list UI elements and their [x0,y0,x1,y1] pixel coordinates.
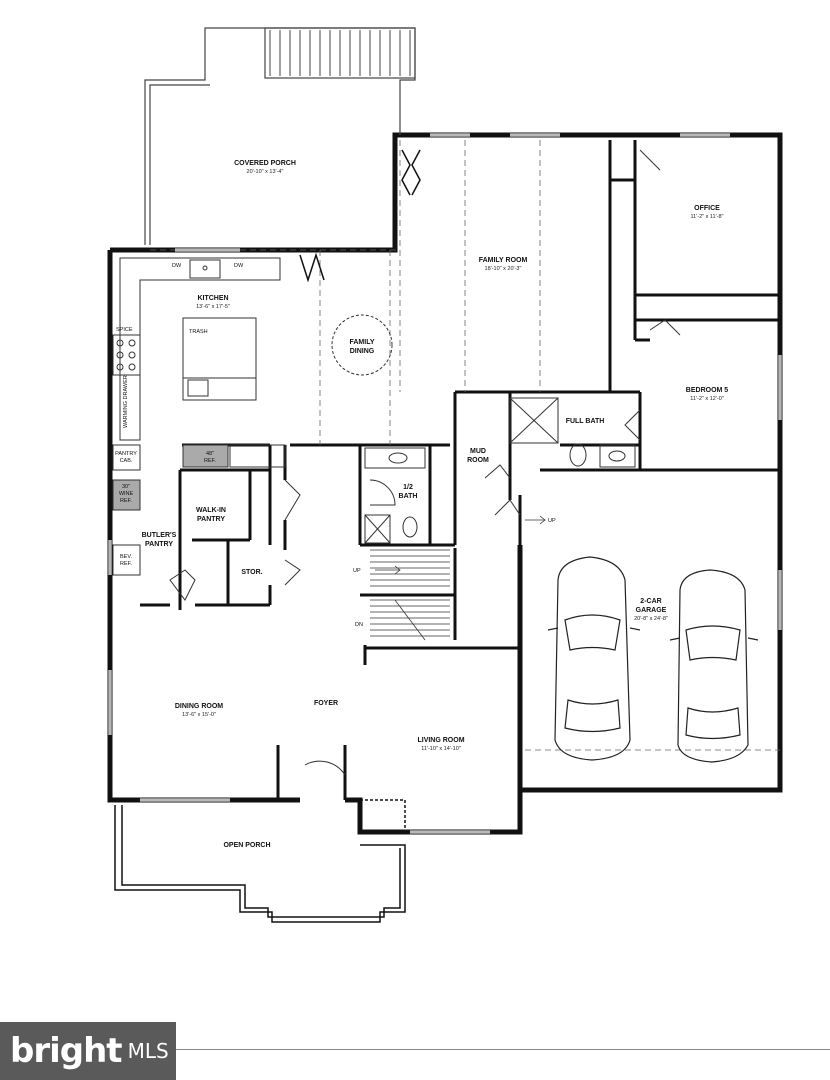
label-living-room: LIVING ROOM [417,737,464,744]
dims-bedroom5: 11'-2" x 12'-0" [690,396,723,402]
label-wine-ref-1: 30" [122,484,130,490]
label-covered-porch: COVERED PORCH [234,160,296,167]
label-mud-room-2: ROOM [467,457,489,464]
open-porch-outline [114,799,406,923]
windows [108,133,782,834]
label-walk-in-pantry-2: PANTRY [197,516,225,523]
label-stair-up-garage: UP [548,518,556,524]
dims-covered-porch: 20'-10" x 13'-4" [247,169,284,175]
label-spice: SPICE [116,327,133,333]
porch-steps [269,30,411,76]
label-open-porch: OPEN PORCH [223,842,270,849]
label-office: OFFICE [694,205,720,212]
bright-mls-logo: bright MLS [0,1022,176,1080]
label-dw-right: DW [234,263,244,269]
label-storage: STOR. [241,569,262,576]
label-garage-1: 2-CAR [640,598,661,605]
label-trash: TRASH [189,329,208,335]
fridge-48 [182,444,229,468]
label-bedroom5: BEDROOM 5 [686,387,729,394]
stairs [370,515,546,641]
ceiling-lines [150,140,780,751]
dims-dining-room: 13'-6" x 15'-0" [182,712,216,718]
label-walk-in-pantry-1: WALK-IN [196,507,226,514]
label-kitchen: KITCHEN [197,295,228,302]
floor-plan: COVERED PORCH 20'-10" x 13'-4" FAMILY RO… [107,27,783,923]
car-right [669,569,759,763]
logo-brand-text: bright [10,1031,123,1071]
label-bev-ref-2: REF. [120,561,132,567]
label-wine-ref-2: WINE [119,491,134,497]
label-half-bath-2: BATH [399,493,418,500]
interior-walls [140,140,780,800]
fixture-labels: DW DW TRASH SPICE WARMING DRAWER PANTRY … [115,263,556,628]
label-stair-dn: DN [355,622,363,628]
label-butlers-pantry-1: BUTLER'S [142,532,177,539]
kitchen-cabinets [112,257,393,576]
car-left [547,556,641,761]
label-ref-48-1: 48" [206,451,214,457]
label-wine-ref-3: REF. [120,498,132,504]
dims-living-room: 11'-10" x 14'-10" [421,746,461,752]
label-garage-2: GARAGE [636,607,667,614]
folding-doors [299,149,421,283]
label-stair-up: UP [353,568,361,574]
window-glass [109,134,781,833]
label-pantry-cab-1: PANTRY [115,451,137,457]
wine-fridge [112,479,141,511]
label-ref-48-2: REF. [204,458,216,464]
dims-family-room: 18'-10" x 20'-3" [485,266,522,272]
label-family-dining-2: DINING [350,348,375,355]
logo-mls-text: MLS [127,1039,169,1063]
dims-garage: 20'-8" x 24'-8" [634,616,668,622]
label-butlers-pantry-2: PANTRY [145,541,173,548]
label-pantry-cab-2: CAB. [120,458,133,464]
label-warming-drawer: WARMING DRAWER [123,375,129,428]
label-family-room: FAMILY ROOM [479,257,528,264]
footer-rule [176,1049,830,1050]
label-bev-ref-1: BEV. [120,554,133,560]
label-half-bath-1: 1/2 [403,484,413,491]
room-labels: COVERED PORCH 20'-10" x 13'-4" FAMILY RO… [142,160,729,849]
dims-office: 11'-2" x 11'-8" [690,214,723,220]
label-mud-room-1: MUD [470,448,486,455]
dims-kitchen: 13'-6" x 17'-5" [196,304,230,310]
label-dining-room: DINING ROOM [175,703,223,710]
label-dw-left: DW [172,263,182,269]
bath-fixtures [364,397,636,544]
label-foyer: FOYER [314,700,338,707]
label-family-dining-1: FAMILY [349,339,374,346]
door-swings [169,149,681,776]
exterior-walls [107,132,783,835]
label-full-bath: FULL BATH [566,418,605,425]
covered-porch-rail [144,27,416,245]
